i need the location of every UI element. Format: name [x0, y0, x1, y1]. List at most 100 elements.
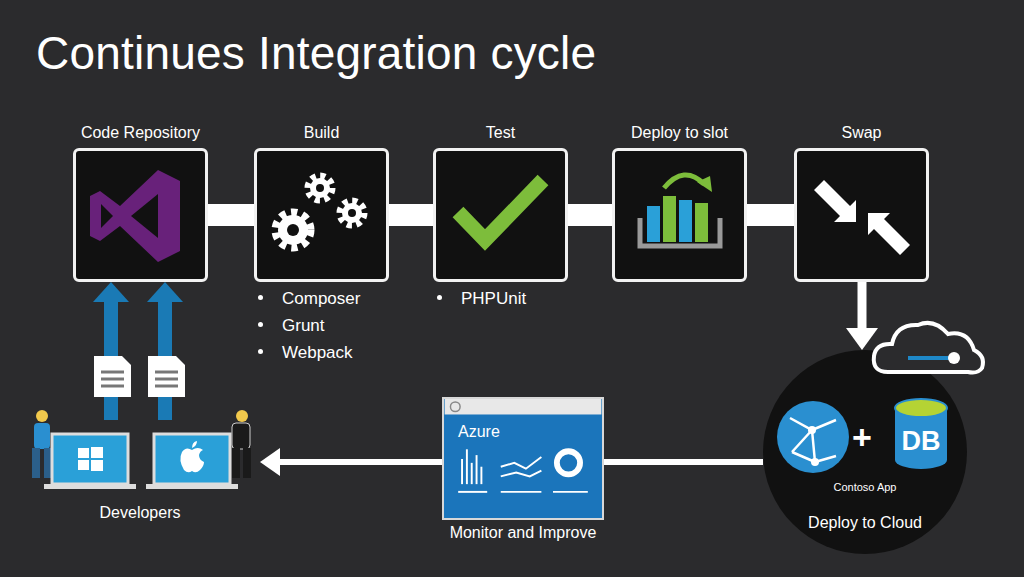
- gears-icon-part: [340, 201, 364, 225]
- check-icon-part: [458, 180, 543, 240]
- connector-line: [278, 459, 442, 465]
- connector: [208, 215, 254, 216]
- process-box: BuildComposerGruntWebpack: [254, 148, 389, 282]
- process-box: Code Repository: [73, 148, 208, 282]
- website-globe-icon-part: [777, 401, 849, 473]
- connector-line: [747, 204, 794, 226]
- laptops-illustration-part-part: [236, 410, 248, 422]
- website-globe-icon-part: [811, 458, 819, 466]
- monitor-chart-part: [450, 402, 460, 412]
- visual-studio-icon-part: [90, 170, 180, 262]
- laptops-illustration-part-part: [243, 448, 251, 478]
- step-heading: Code Repository: [81, 123, 200, 143]
- connector-line: [568, 204, 612, 226]
- laptops-illustration-part: [32, 410, 52, 478]
- monitor-chart-part-part: [476, 455, 478, 484]
- deploy-slot-icon-part: [664, 175, 704, 188]
- connector: [747, 215, 794, 216]
- deploy-slot-icon-part: [695, 203, 708, 242]
- connector: [147, 282, 183, 420]
- laptops-illustration-part-part: [91, 447, 103, 458]
- slide-title: Continues Integration cycle: [36, 26, 596, 80]
- group-label: Developers: [100, 504, 181, 522]
- deploy-slot-icon-part: [679, 200, 692, 242]
- cylinder-outline-part: [895, 399, 947, 417]
- box-fills-part: [75, 150, 206, 280]
- laptops-illustration: [20, 420, 260, 490]
- monitor-chart-part-part: [466, 449, 468, 484]
- monitor-chart-part-part: [553, 491, 588, 493]
- monitor-window: AzureMonitor and Improve: [442, 397, 604, 520]
- tool-name: PHPUnit: [461, 285, 526, 312]
- gears-icon: [276, 176, 364, 247]
- monitor-chart: [444, 399, 602, 518]
- document-icons-part-part: [155, 378, 178, 381]
- laptops-illustration-part: [232, 410, 251, 478]
- arrowhead: [260, 448, 280, 476]
- laptops-illustration-part: [154, 434, 230, 484]
- monitor-chart-part-part: [501, 471, 542, 477]
- bullet: [258, 295, 263, 300]
- monitor-chart-part: [458, 449, 588, 492]
- monitor-chart-part: [445, 399, 602, 414]
- laptops-illustration-part: [180, 441, 204, 472]
- step-heading: Deploy to slot: [631, 123, 728, 143]
- check-icon: [458, 180, 543, 240]
- laptops-illustration-part-part: [32, 448, 40, 478]
- monitor-chart-part-part: [501, 491, 542, 493]
- process-box: Swap: [794, 148, 929, 282]
- connector: [389, 215, 433, 216]
- cloud-icon-part: [874, 323, 983, 373]
- document-icons-part-part: [155, 371, 178, 374]
- laptops-illustration-part-part: [78, 460, 89, 470]
- laptops-illustration-part: [52, 434, 128, 484]
- laptops-illustration-part-part: [232, 423, 250, 449]
- gears-icon-part: [287, 224, 299, 236]
- monitor-chart-part-part: [471, 463, 473, 484]
- box-fills-part: [763, 350, 967, 554]
- tool-list: PHPUnit: [437, 285, 526, 312]
- monitor-chart-part-part: [480, 467, 482, 484]
- connector: [93, 282, 129, 420]
- gears-icon-part: [342, 203, 362, 223]
- document-icons-part-part: [148, 356, 185, 397]
- bullet: [258, 322, 263, 327]
- website-globe-icon-part: [790, 418, 836, 462]
- box-fills: [75, 150, 967, 554]
- step-heading: Swap: [841, 123, 881, 143]
- laptops-illustration-part: [78, 447, 103, 471]
- website-globe-icon-part: [808, 426, 816, 434]
- monitor-chart-part: [557, 451, 580, 474]
- gears-icon-part: [348, 209, 356, 217]
- document-icons-part-part: [101, 378, 124, 381]
- process-box: Deploy to slot: [612, 148, 747, 282]
- db-label: DB: [902, 426, 941, 457]
- connector: [260, 448, 442, 476]
- box-fills-part: [614, 150, 745, 280]
- connector-line: [604, 459, 763, 465]
- box-fills-part: [435, 150, 566, 280]
- gears-icon-part: [308, 176, 332, 200]
- tool-item: PHPUnit: [437, 285, 526, 312]
- connector: [604, 462, 763, 463]
- monitor-chart-part-part: [458, 491, 487, 493]
- visual-studio-icon-part: [101, 204, 113, 228]
- database-cylinder: DB: [893, 398, 949, 470]
- gears-icon-part: [276, 213, 310, 247]
- connector-line: [208, 204, 254, 226]
- gears-icon-part: [316, 184, 324, 192]
- laptops-illustration-part: [146, 484, 238, 489]
- stage-label: Monitor and Improve: [450, 524, 597, 542]
- laptops-illustration-part: [44, 484, 136, 489]
- monitor-chart-part-part: [501, 457, 542, 469]
- gears-icon-part: [278, 215, 308, 245]
- laptops-illustration-part-part: [91, 460, 103, 471]
- laptops-illustration-part-part: [78, 448, 89, 458]
- cloud-icon-part: [948, 352, 960, 364]
- visual-studio-icon: [90, 170, 180, 262]
- laptops-illustration-part-part: [36, 410, 48, 422]
- connector-line: [389, 204, 433, 226]
- plus-sign: +: [852, 418, 872, 457]
- tool-name: Webpack: [282, 339, 353, 366]
